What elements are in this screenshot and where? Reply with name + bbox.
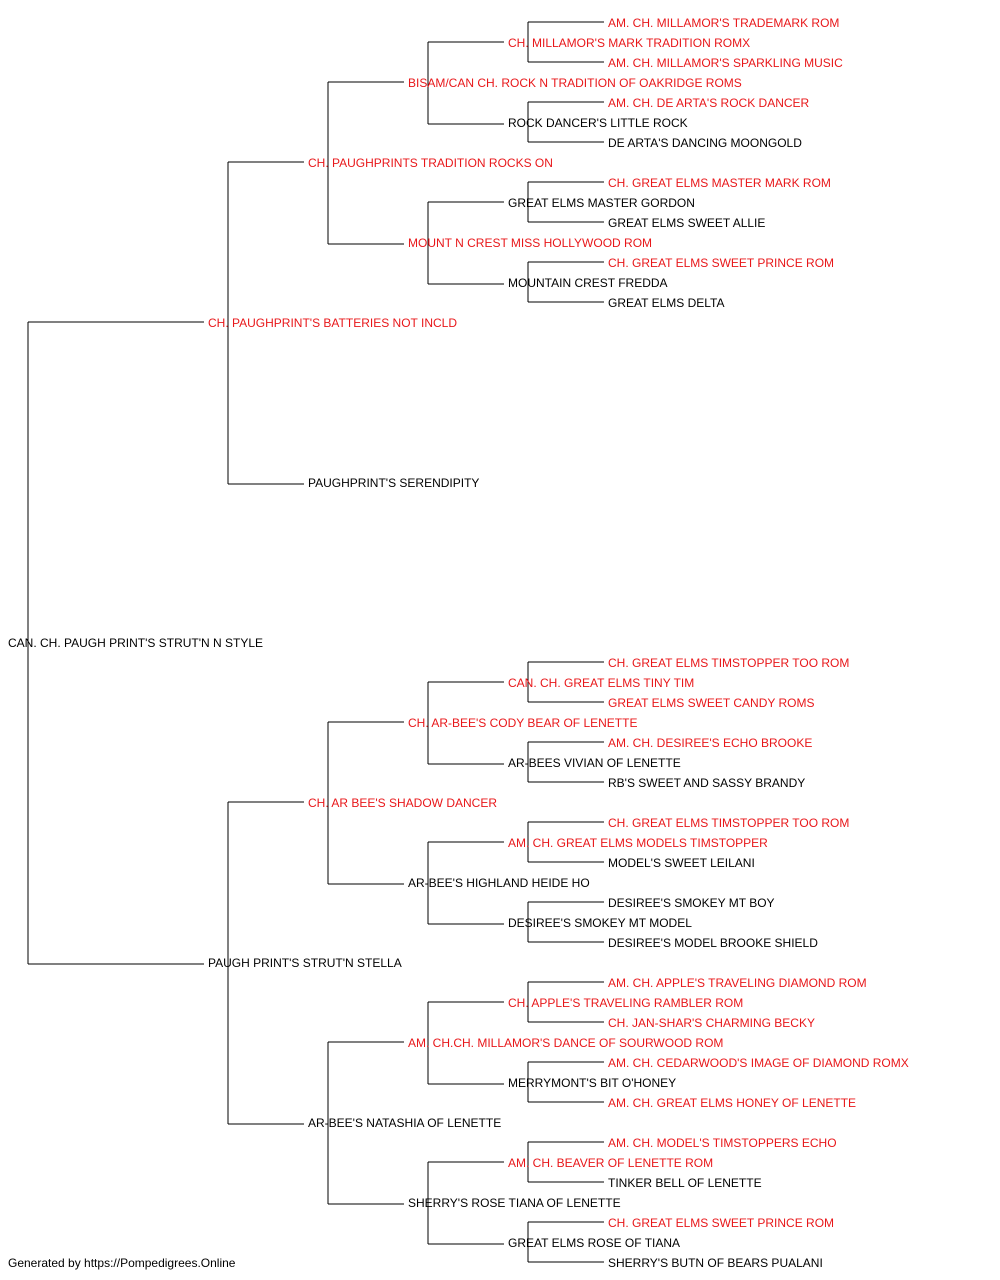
g5-ancestor-name: SHERRY'S BUTN OF BEARS PUALANI	[608, 1256, 823, 1270]
g5-ancestor-name: AM. CH. DESIREE'S ECHO BROOKE	[608, 736, 812, 750]
g5-ancestor-name: CH. GREAT ELMS TIMSTOPPER TOO ROM	[608, 656, 849, 670]
g4-ancestor-name: MOUNTAIN CREST FREDDA	[508, 276, 668, 290]
dam-sire-name: CH. AR BEE'S SHADOW DANCER	[308, 796, 497, 810]
g5-ancestor-name: TINKER BELL OF LENETTE	[608, 1176, 762, 1190]
g5-ancestor-name: DE ARTA'S DANCING MOONGOLD	[608, 136, 802, 150]
g4-ancestor-name: GREAT ELMS ROSE OF TIANA	[508, 1236, 680, 1250]
g4-ancestor-name: GREAT ELMS MASTER GORDON	[508, 196, 695, 210]
ss-dam-name: MOUNT N CREST MISS HOLLYWOOD ROM	[408, 236, 652, 250]
sire-dam-name: PAUGHPRINT'S SERENDIPITY	[308, 476, 479, 490]
g5-ancestor-name: AM. CH. APPLE'S TRAVELING DIAMOND ROM	[608, 976, 867, 990]
g5-ancestor-name: AM. CH. MILLAMOR'S TRADEMARK ROM	[608, 16, 839, 30]
g5-ancestor-name: AM. CH. GREAT ELMS HONEY OF LENETTE	[608, 1096, 856, 1110]
dam-name: PAUGH PRINT'S STRUT'N STELLA	[208, 956, 402, 970]
g5-ancestor-name: GREAT ELMS SWEET CANDY ROMS	[608, 696, 814, 710]
g5-ancestor-name: CH. JAN-SHAR'S CHARMING BECKY	[608, 1016, 815, 1030]
ds-dam-name: AR-BEE'S HIGHLAND HEIDE HO	[408, 876, 590, 890]
dam-dam-name: AR-BEE'S NATASHIA OF LENETTE	[308, 1116, 501, 1130]
g4-ancestor-name: AM. CH. BEAVER OF LENETTE ROM	[508, 1156, 713, 1170]
g4-ancestor-name: ROCK DANCER'S LITTLE ROCK	[508, 116, 688, 130]
g4-ancestor-name: CAN. CH. GREAT ELMS TINY TIM	[508, 676, 694, 690]
g5-ancestor-name: AM. CH. CEDARWOOD'S IMAGE OF DIAMOND ROM…	[608, 1056, 909, 1070]
g4-ancestor-name: CH. MILLAMOR'S MARK TRADITION ROMX	[508, 36, 750, 50]
g5-ancestor-name: DESIREE'S SMOKEY MT BOY	[608, 896, 775, 910]
sire-sire-name: CH. PAUGHPRINTS TRADITION ROCKS ON	[308, 156, 553, 170]
g5-ancestor-name: AM. CH. DE ARTA'S ROCK DANCER	[608, 96, 810, 110]
g5-ancestor-name: CH. GREAT ELMS MASTER MARK ROM	[608, 176, 831, 190]
g4-ancestor-name: MERRYMONT'S BIT O'HONEY	[508, 1076, 676, 1090]
ss-sire-name: BISAM/CAN CH. ROCK N TRADITION OF OAKRID…	[408, 76, 742, 90]
g5-ancestor-name: DESIREE'S MODEL BROOKE SHIELD	[608, 936, 818, 950]
subject-name: CAN. CH. PAUGH PRINT'S STRUT'N N STYLE	[8, 636, 263, 650]
pedigree-names: CAN. CH. PAUGH PRINT'S STRUT'N N STYLE CH…	[8, 16, 909, 1270]
g5-ancestor-name: GREAT ELMS SWEET ALLIE	[608, 216, 765, 230]
g5-ancestor-name: CH. GREAT ELMS SWEET PRINCE ROM	[608, 256, 834, 270]
dd-dam-name: SHERRY'S ROSE TIANA OF LENETTE	[408, 1196, 621, 1210]
footer-credit: Generated by https://Pompedigrees.Online	[8, 1256, 236, 1270]
g5-ancestor-name: AM. CH. MODEL'S TIMSTOPPERS ECHO	[608, 1136, 837, 1150]
sire-name: CH. PAUGHPRINT'S BATTERIES NOT INCLD	[208, 316, 457, 330]
g4-ancestor-name: DESIREE'S SMOKEY MT MODEL	[508, 916, 692, 930]
g5-ancestor-name: AM. CH. MILLAMOR'S SPARKLING MUSIC	[608, 56, 843, 70]
g5-ancestor-name: GREAT ELMS DELTA	[608, 296, 724, 310]
g5-ancestor-name: MODEL'S SWEET LEILANI	[608, 856, 755, 870]
pedigree-connectors	[27, 21, 604, 1263]
g5-ancestor-name: RB'S SWEET AND SASSY BRANDY	[608, 776, 805, 790]
g4-ancestor-name: CH. APPLE'S TRAVELING RAMBLER ROM	[508, 996, 743, 1010]
g5-ancestor-name: CH. GREAT ELMS SWEET PRINCE ROM	[608, 1216, 834, 1230]
dd-sire-name: AM. CH.CH. MILLAMOR'S DANCE OF SOURWOOD …	[408, 1036, 723, 1050]
ds-sire-name: CH. AR-BEE'S CODY BEAR OF LENETTE	[408, 716, 637, 730]
g5-ancestor-name: CH. GREAT ELMS TIMSTOPPER TOO ROM	[608, 816, 849, 830]
g4-ancestor-name: AR-BEES VIVIAN OF LENETTE	[508, 756, 681, 770]
g4-ancestor-name: AM. CH. GREAT ELMS MODELS TIMSTOPPER	[508, 836, 768, 850]
